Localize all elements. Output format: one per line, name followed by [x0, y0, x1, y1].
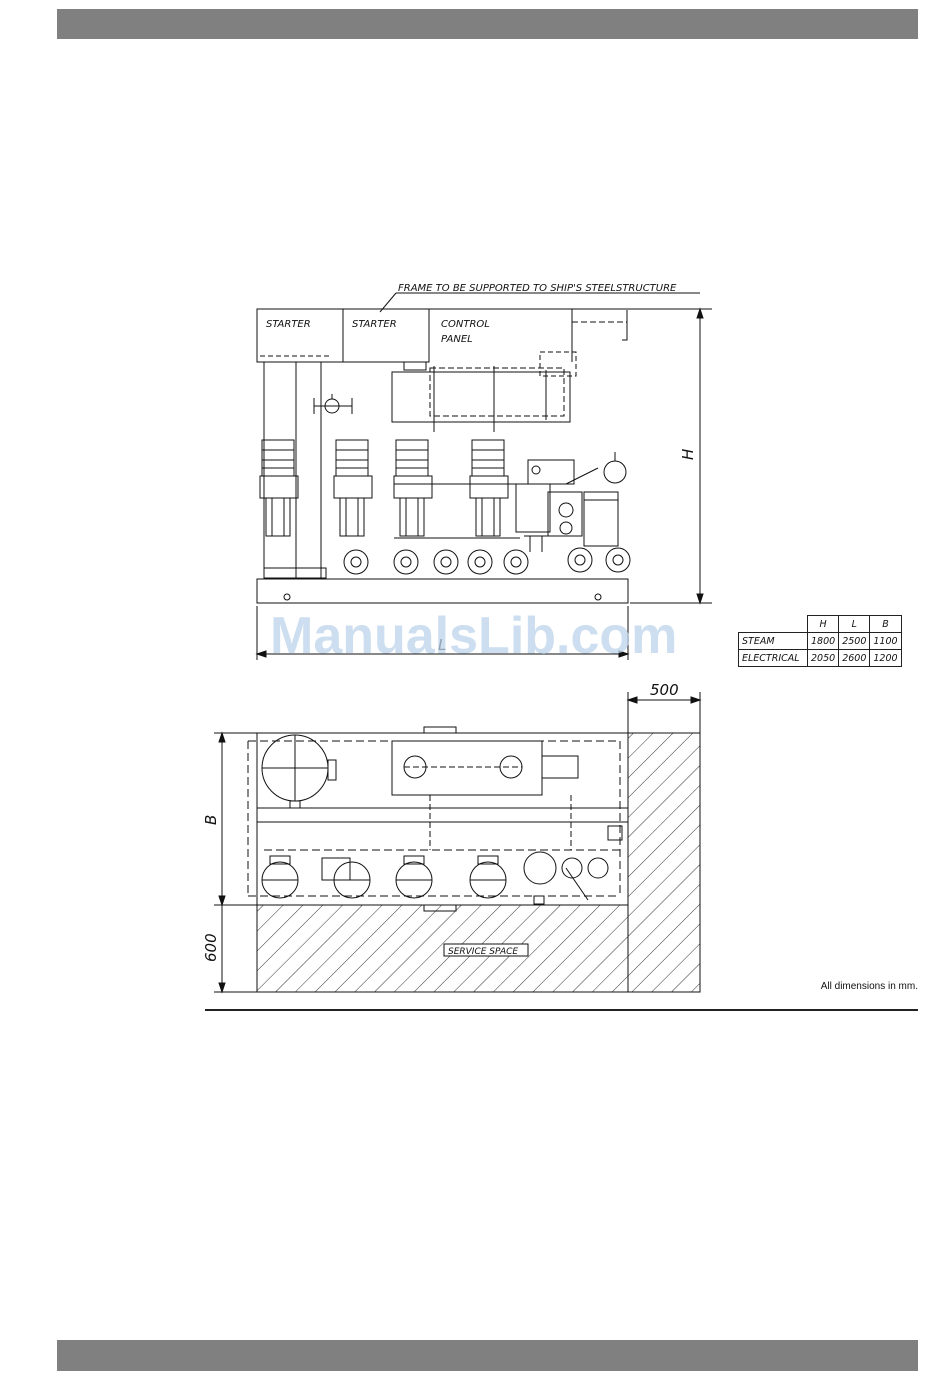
table-row: ELECTRICAL 2050 2600 1200 [739, 650, 902, 667]
starter-label-2: STARTER [352, 319, 397, 330]
dimension-600-label: 600 [202, 933, 220, 962]
table-cell: 2500 [839, 633, 870, 650]
dimension-b-label: B [202, 815, 220, 825]
row-label-electrical: ELECTRICAL [739, 650, 808, 667]
table-row: STEAM 1800 2500 1100 [739, 633, 902, 650]
dimension-500-label: 500 [650, 681, 679, 699]
row-label-steam: STEAM [739, 633, 808, 650]
table-header-h: H [808, 616, 839, 633]
table-corner-cell [739, 616, 808, 633]
table-cell: 1100 [870, 633, 901, 650]
control-panel-label-2: PANEL [441, 334, 473, 345]
frame-support-note: FRAME TO BE SUPPORTED TO SHIP'S STEELSTR… [398, 283, 677, 294]
table-cell: 2600 [839, 650, 870, 667]
starter-label-1: STARTER [266, 319, 311, 330]
service-space-label: SERVICE SPACE [448, 947, 518, 957]
footer-bar [57, 1340, 918, 1371]
dimensions-table: H L B STEAM 1800 2500 1100 ELECTRICAL 20… [738, 615, 902, 667]
table-cell: 1800 [808, 633, 839, 650]
table-header-row: H L B [739, 616, 902, 633]
table-header-b: B [870, 616, 901, 633]
watermark: ManualsLib.com [270, 606, 677, 666]
table-cell: 1200 [870, 650, 901, 667]
control-panel-label-1: CONTROL [441, 319, 490, 330]
table-cell: 2050 [808, 650, 839, 667]
dimension-h-label: H [679, 449, 697, 460]
dimensions-footnote: All dimensions in mm. [760, 981, 918, 992]
section-divider [205, 1009, 918, 1011]
table-header-l: L [839, 616, 870, 633]
